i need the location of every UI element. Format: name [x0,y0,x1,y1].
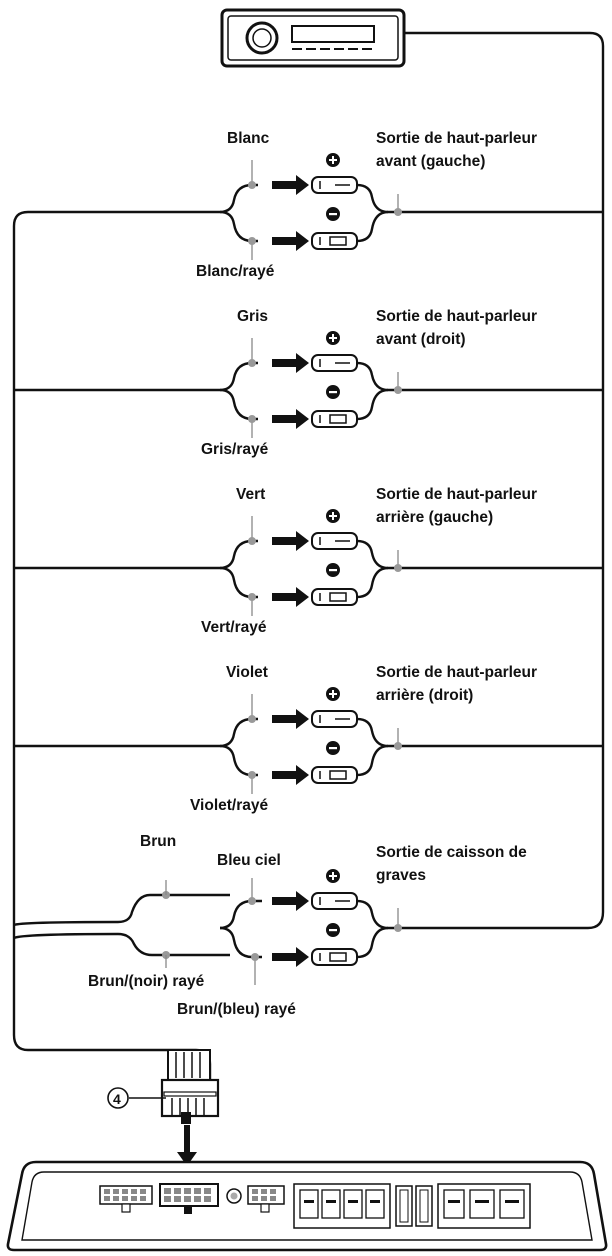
label-wire-minus-front-right: Gris/rayé [201,441,269,458]
minus-sign-icon [326,741,340,755]
right-bus-wire [398,31,605,930]
volume-knob-icon [245,21,279,55]
label-wire-plus-rear-right: Violet [226,664,268,681]
label-wire-plus-front-right: Gris [237,308,268,325]
right-arrow-icon [272,175,309,251]
wire-terminal-plug-icon [311,532,358,606]
label-output-front-right-2: avant (droit) [376,331,466,348]
label-output-front-left-1: Sortie de haut-parleur [376,130,537,147]
label-output-front-right-1: Sortie de haut-parleur [376,308,537,325]
channel-subwoofer [162,869,402,985]
channel-front-right [219,331,402,438]
label-output-rear-left-2: arrière (gauche) [376,509,493,526]
display-icon [291,25,375,43]
label-wire-minus-rear-right: Violet/rayé [190,797,269,814]
minus-sign-icon [326,923,340,937]
plus-sign-icon [326,687,340,701]
label-output-rear-left-1: Sortie de haut-parleur [376,486,537,503]
channel-rear-left [219,509,402,616]
right-arrow-icon [272,709,309,785]
channel-rear-right [219,687,402,794]
down-arrow-icon [177,1125,197,1166]
label-wire-plus-front-left: Blanc [227,130,270,147]
label-output-subwoofer-2: graves [376,867,426,884]
amplifier-icon [6,1160,608,1252]
label-output-subwoofer-1: Sortie de caisson de [376,844,527,861]
minus-sign-icon [326,207,340,221]
label-output-rear-right-1: Sortie de haut-parleur [376,664,537,681]
right-arrow-icon [272,531,309,607]
head-unit [220,8,406,68]
connector-number-badge: 4 [107,1087,166,1109]
label-output-front-left-2: avant (gauche) [376,153,485,170]
label-wire-minus-rear-left: Vert/rayé [201,619,267,636]
plus-sign-icon [326,331,340,345]
channel-front-left [219,153,402,260]
label-sub-wire-brun-bleu: Brun/(bleu) rayé [177,1001,296,1018]
right-arrow-icon [272,353,309,429]
label-output-rear-right-2: arrière (droit) [376,687,473,704]
minus-sign-icon [326,563,340,577]
label-wire-plus-rear-left: Vert [236,486,265,503]
plus-sign-icon [326,869,340,883]
plus-sign-icon [326,509,340,523]
label-wire-minus-front-left: Blanc/rayé [196,263,275,280]
label-sub-wire-brun: Brun [140,833,176,850]
label-sub-wire-bleu-ciel: Bleu ciel [217,852,281,869]
right-arrow-icon [272,891,309,967]
harness-connector [160,1049,220,1124]
minus-sign-icon [326,385,340,399]
connector-number-label: 4 [113,1091,121,1107]
left-bus-wire [12,210,220,1080]
plus-sign-icon [326,153,340,167]
label-sub-wire-brun-noir: Brun/(noir) rayé [88,973,205,990]
wire-terminal-plug-icon [311,354,358,428]
